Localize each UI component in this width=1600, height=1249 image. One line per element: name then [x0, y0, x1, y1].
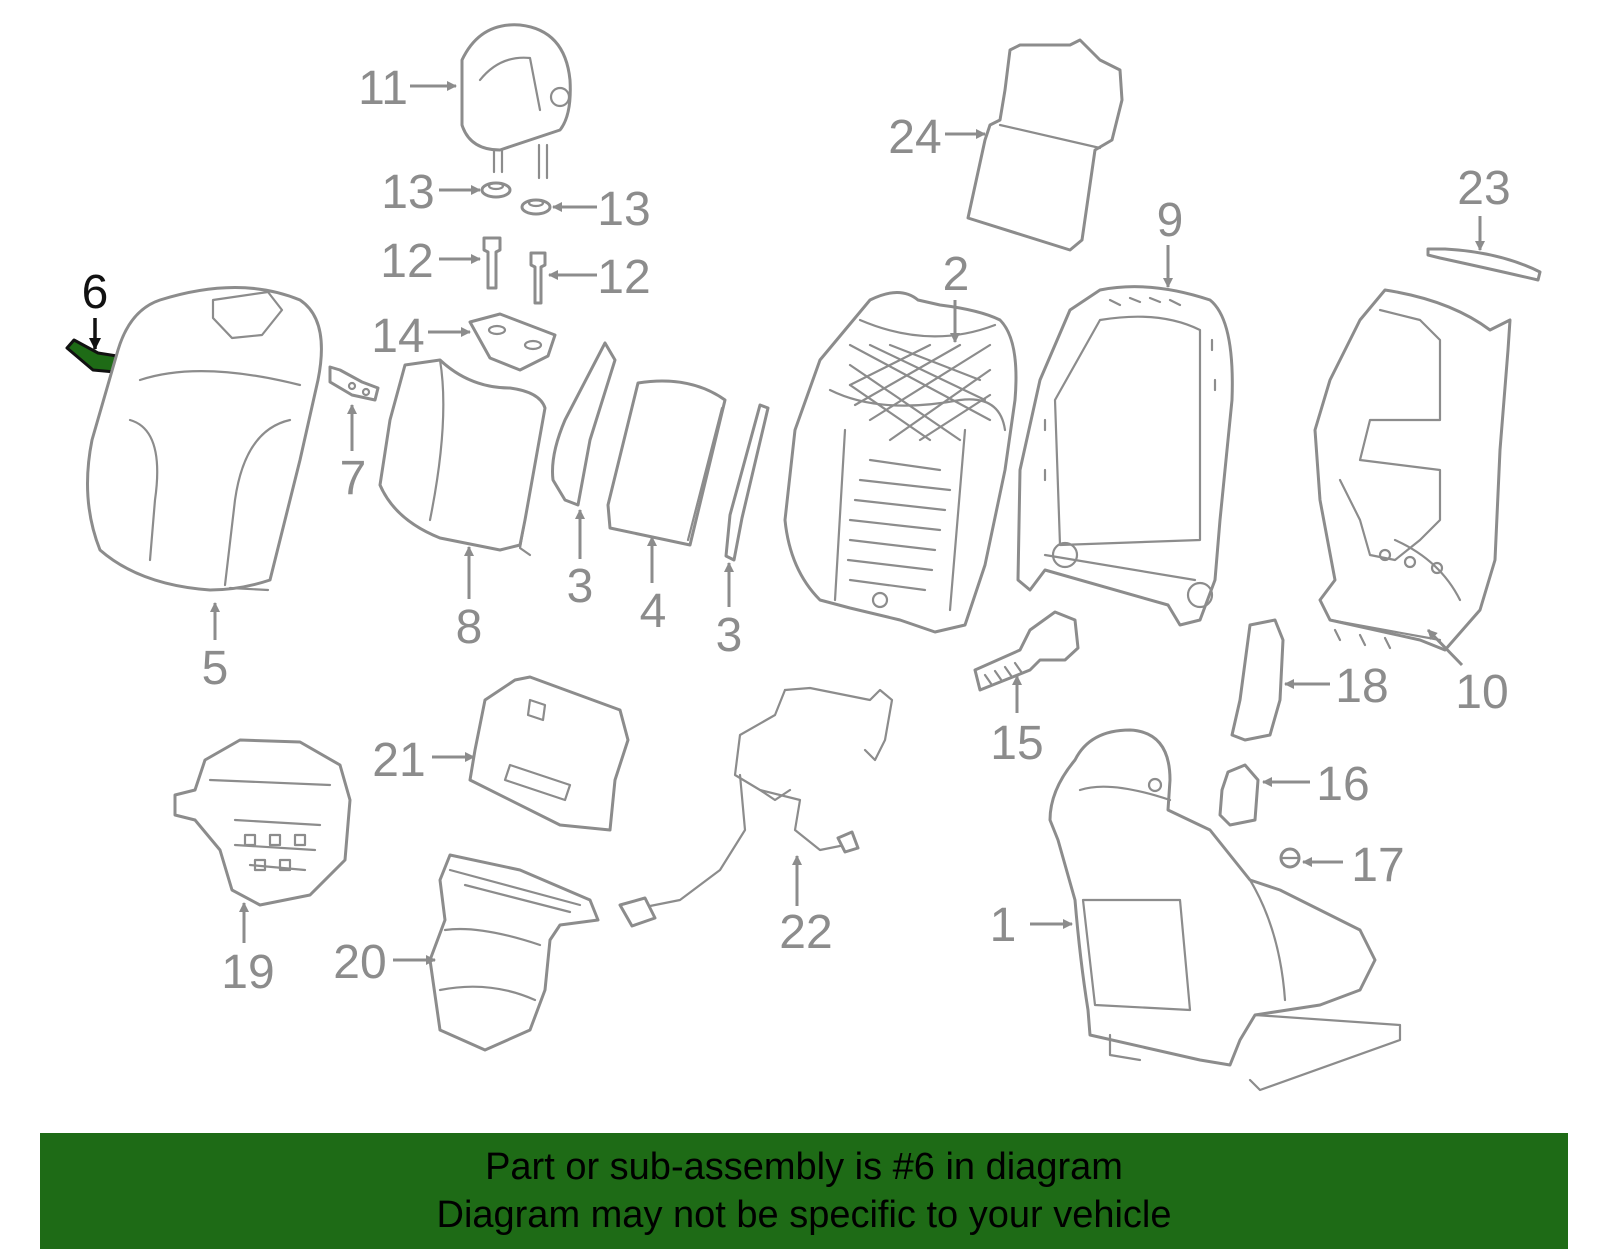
callout-8: 8	[456, 601, 483, 654]
info-banner: Part or sub-assembly is #6 in diagram Di…	[40, 1133, 1568, 1249]
part-13-grommets	[480, 181, 552, 216]
callout-2: 2	[943, 248, 970, 301]
part-18-side-cover	[1230, 618, 1285, 742]
callout-14: 14	[371, 310, 424, 363]
banner-line-part-number: Part or sub-assembly is #6 in diagram	[485, 1146, 1123, 1188]
part-9-seat-back-frame	[1016, 285, 1234, 627]
callout-12-left: 12	[380, 235, 433, 288]
part-21-panel	[468, 675, 630, 832]
callout-16: 16	[1316, 758, 1369, 811]
part-7-bracket	[328, 365, 380, 402]
callout-17: 17	[1351, 839, 1404, 892]
part-22-harness	[618, 686, 894, 928]
callout-12-right: 12	[597, 251, 650, 304]
part-3-foam-strip-left	[551, 341, 617, 507]
callout-13-right: 13	[597, 183, 650, 236]
part-6-trim-highlighted[interactable]	[65, 338, 119, 374]
callout-3-right: 3	[716, 609, 743, 662]
callout-6-highlighted: 6	[82, 266, 109, 319]
callout-9: 9	[1157, 194, 1184, 247]
callout-4: 4	[640, 585, 667, 638]
callout-5: 5	[202, 642, 229, 695]
part-1-complete-seat	[1048, 728, 1402, 1092]
callout-24: 24	[888, 111, 941, 164]
callout-1: 1	[990, 899, 1017, 952]
part-8-back-panel	[378, 358, 547, 557]
callout-labels: 1 2 3 3 4 5 6 7 8 9 10 11 12 12 13 13 14…	[82, 62, 1511, 999]
part-23-strip	[1426, 247, 1542, 282]
callout-arrows	[89, 81, 1485, 965]
callout-19: 19	[221, 946, 274, 999]
callout-10: 10	[1455, 666, 1508, 719]
callout-13-left: 13	[381, 166, 434, 219]
callout-22: 22	[779, 906, 832, 959]
part-12-guides	[482, 236, 547, 305]
callout-21: 21	[372, 734, 425, 787]
part-16-bracket	[1218, 763, 1260, 827]
part-19-module	[173, 738, 352, 907]
callout-23: 23	[1457, 162, 1510, 215]
part-24-back-board	[966, 38, 1124, 252]
part-4-pad	[606, 379, 727, 547]
part-14-plate	[468, 312, 557, 372]
banner-line-disclaimer: Diagram may not be specific to your vehi…	[436, 1194, 1172, 1236]
callout-20: 20	[333, 936, 386, 989]
part-5-seat-back-cover	[86, 286, 323, 592]
part-20-lumbar	[428, 853, 600, 1052]
callout-18: 18	[1335, 660, 1388, 713]
callout-3-left: 3	[567, 560, 594, 613]
callout-11: 11	[358, 62, 408, 115]
callout-15: 15	[990, 717, 1043, 770]
part-15-lever-cover	[973, 610, 1080, 692]
part-11-headrest	[460, 23, 572, 180]
callout-7: 7	[340, 452, 367, 505]
part-17-clip	[1279, 847, 1301, 869]
part-3-thin-strip-right	[724, 403, 770, 562]
part-2-seat-back-cover	[783, 291, 1018, 634]
part-10-back-housing	[1313, 288, 1512, 652]
